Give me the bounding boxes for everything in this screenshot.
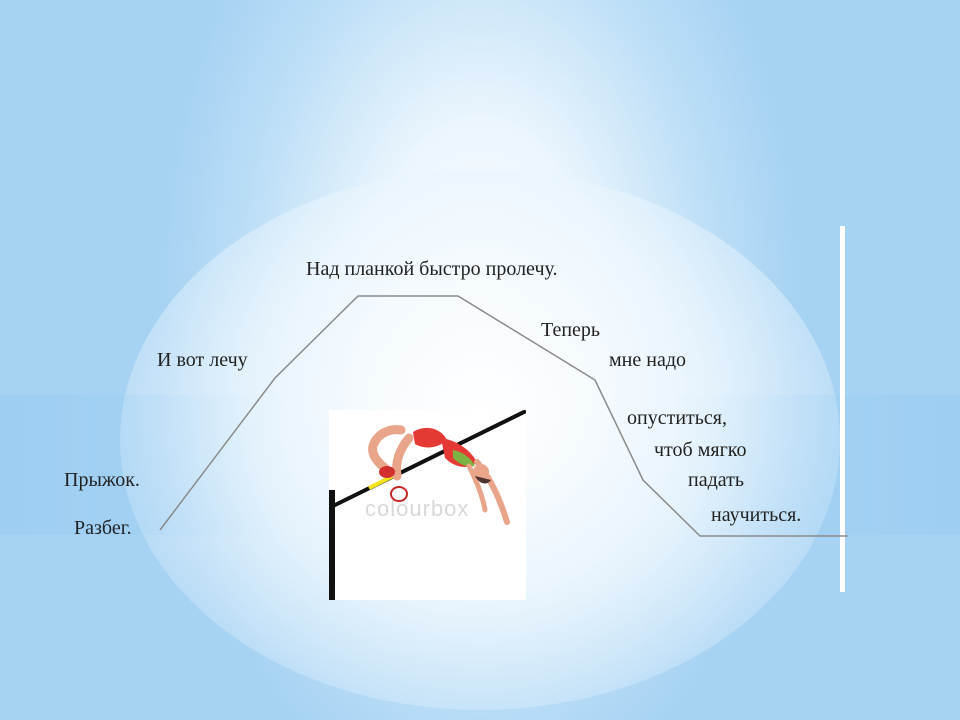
label-right-6: научиться. (711, 504, 802, 526)
crossbar (332, 410, 526, 508)
shoe-right (390, 486, 408, 502)
shoe-left (379, 466, 395, 478)
vertical-white-line (840, 226, 845, 592)
watermark-text: colourbox (365, 496, 470, 521)
label-top: Над планкой быстро пролечу. (306, 258, 558, 280)
label-right-5: падать (688, 469, 744, 491)
high-jumper-icon (329, 410, 526, 600)
label-right-4: чтоб мягко (654, 439, 747, 461)
leg-front (392, 433, 414, 481)
label-runup: Разбег. (74, 517, 132, 539)
hair (475, 476, 491, 484)
label-right-1: Теперь (541, 319, 601, 341)
leg-back (368, 425, 406, 473)
high-jumper-photo: colourbox (329, 410, 526, 600)
label-right-3: опуститься, (627, 407, 727, 429)
label-jump: Прыжок. (64, 469, 140, 491)
top-trim (453, 450, 475, 467)
label-right-2: мне надо (609, 349, 686, 371)
arm-left (466, 463, 488, 513)
shorts (413, 427, 447, 448)
head (473, 464, 489, 480)
post (329, 490, 335, 600)
trajectory-line (159, 295, 848, 537)
label-left-upper: И вот лечу (157, 349, 248, 371)
